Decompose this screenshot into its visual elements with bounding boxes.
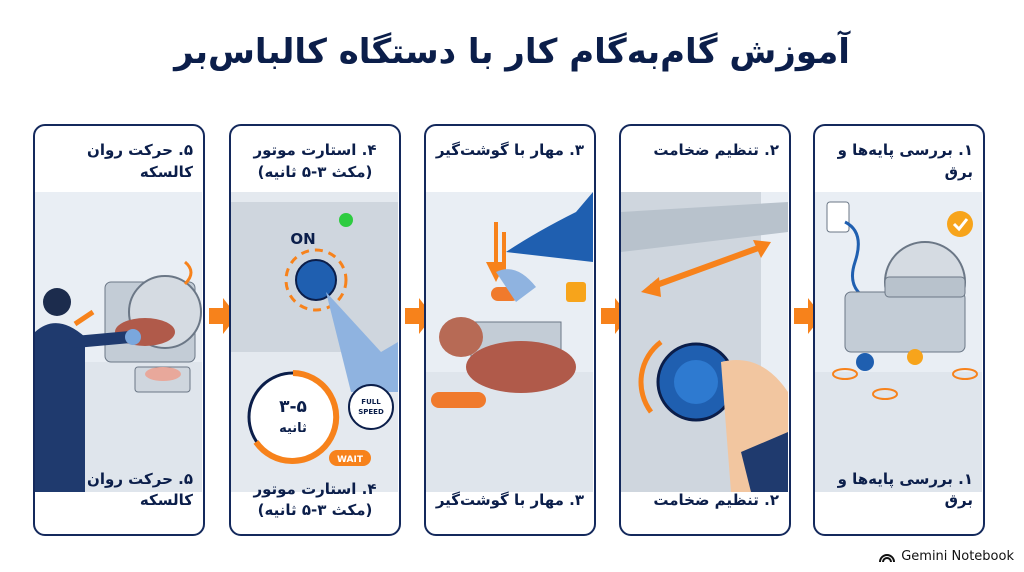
step-heading-3: ۳. مهار با گوشت‌گیر	[435, 141, 584, 159]
motor-start-illustration: ON ۳-۵ ثانیه FULL SPEED WAIT	[231, 192, 398, 492]
base-and-power-illustration	[815, 192, 982, 492]
step-panel-5: ۵. حرکت روان کالسکه ۵. حرکت روان کالسکه	[33, 124, 205, 536]
check-icon	[947, 211, 973, 237]
step-caption-5: ۵. حرکت روان کالسکه	[87, 469, 193, 510]
motion-arrow-icon	[73, 309, 95, 327]
brand-watermark: Gemini Notebook	[879, 549, 1014, 564]
svg-text:WAIT: WAIT	[337, 455, 364, 465]
step-caption-1: ۱. بررسی پایه‌ها و برق	[837, 469, 973, 510]
page-title: آموزش گام‌به‌گام کار با دستگاه کالباس‌بر	[174, 32, 850, 72]
power-cable-icon	[844, 220, 876, 304]
step-heading-5: ۵. حرکت روان کالسکه	[87, 141, 193, 181]
step-panel-1: ۱. بررسی پایه‌ها و برق ۱. بررسی پایه‌ها …	[813, 124, 985, 536]
thickness-dial-illustration	[621, 192, 788, 492]
thickness-arrow-icon	[649, 244, 763, 290]
pusher-illustration	[426, 192, 593, 492]
step-panel-2: ۲. تنظیم ضخامت ۲. تنظیم ضخامت	[619, 124, 791, 536]
indicator-light-icon	[339, 213, 353, 227]
svg-text:ثانیه: ثانیه	[279, 421, 307, 436]
step-caption-3: ۳. مهار با گوشت‌گیر	[435, 491, 584, 510]
brand-logo-icon	[879, 553, 896, 562]
step-panel-4: ۴. استارت موتور (مکث ۳-۵ ثانیه) ON ۳-۵ ث…	[229, 124, 401, 536]
svg-text:۳-۵: ۳-۵	[279, 397, 307, 417]
lock-icon	[566, 282, 586, 302]
step-heading-1: ۱. بررسی پایه‌ها و برق	[837, 141, 973, 181]
svg-text:SPEED: SPEED	[358, 408, 384, 416]
step-heading-2: ۲. تنظیم ضخامت	[653, 141, 779, 159]
step-caption-4: ۴. استارت موتور (مکث ۳-۵ ثانیه)	[253, 479, 377, 520]
brand-text: Gemini Notebook	[901, 549, 1014, 564]
carriage-illustration	[35, 192, 202, 492]
power-button-icon	[295, 259, 337, 301]
power-outlet-icon	[826, 201, 850, 233]
on-label: ON	[290, 230, 315, 248]
step-caption-2: ۲. تنظیم ضخامت	[653, 491, 779, 510]
svg-text:FULL: FULL	[361, 398, 381, 406]
step-panel-3: ۳. مهار با گوشت‌گیر ۳. مهار با گوشت‌گیر	[424, 124, 596, 536]
step-heading-4: ۴. استارت موتور (مکث ۳-۵ ثانیه)	[253, 141, 377, 181]
